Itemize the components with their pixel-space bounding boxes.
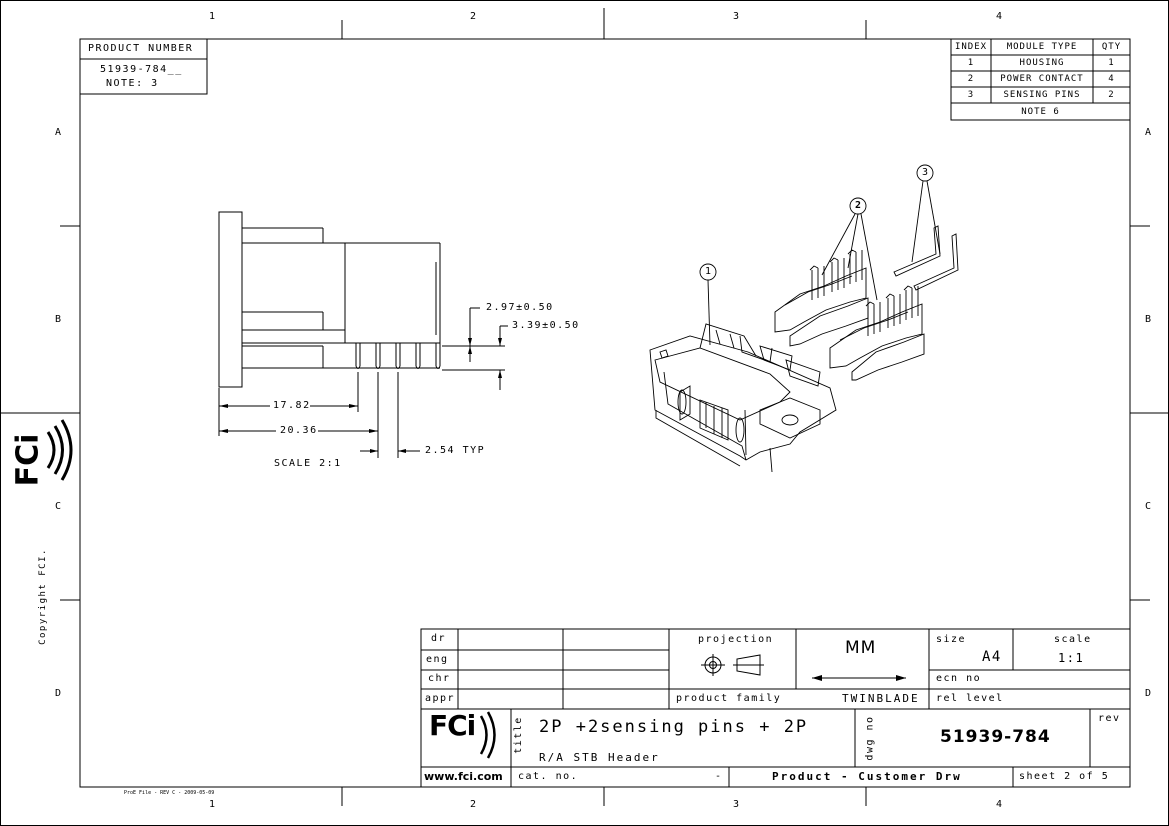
- title-line-2: R/A STB Header: [539, 751, 660, 764]
- grid-row-b-right: B: [1145, 314, 1153, 325]
- module-table-cell: 2: [1108, 90, 1115, 100]
- grid-row-a-right: A: [1145, 127, 1153, 138]
- grid-col-4-bottom: 4: [996, 799, 1004, 810]
- grid-col-4-top: 4: [996, 11, 1004, 22]
- title-block-fci-logo: FCi: [429, 709, 476, 742]
- row-label-appr: appr: [425, 693, 456, 704]
- module-table-cell: SENSING PINS: [1003, 90, 1081, 100]
- module-table-cell: POWER CONTACT: [1000, 74, 1084, 84]
- grid-col-2-bottom: 2: [470, 799, 478, 810]
- module-table-header-qty: QTY: [1101, 42, 1122, 52]
- isometric-view: [649, 164, 959, 473]
- balloon-3: 3: [922, 167, 929, 178]
- title-line-1: 2P +2sensing pins + 2P: [539, 717, 809, 737]
- document-type: Product - Customer Drw: [772, 770, 962, 783]
- module-table-header-type: MODULE TYPE: [1006, 42, 1078, 52]
- scale-note: SCALE 2:1: [274, 458, 342, 469]
- side-fci-logo: FCi: [10, 433, 46, 487]
- grid-col-3-bottom: 3: [733, 799, 741, 810]
- balloon-1: 1: [705, 266, 712, 277]
- dimension-label: 17.82: [273, 400, 311, 411]
- sheet-number: sheet 2 of 5: [1019, 771, 1110, 782]
- ecn-label: ecn no: [936, 673, 982, 684]
- projection-label: projection: [698, 634, 774, 645]
- product-number-label: PRODUCT NUMBER: [88, 43, 194, 54]
- product-number-value: 51939-784__: [100, 64, 183, 75]
- rev-label: rev: [1098, 713, 1121, 724]
- product-number-box: [79, 38, 208, 95]
- scale-label: scale: [1054, 634, 1092, 645]
- footer-small-text: ProE File - REV C - 2009-05-09: [124, 790, 215, 796]
- module-table-cell: 4: [1108, 74, 1115, 84]
- rel-level-label: rel level: [936, 693, 1004, 704]
- module-table-cell: 1: [1108, 58, 1115, 68]
- units-label: MM: [845, 638, 877, 658]
- title-label: title: [512, 716, 524, 754]
- product-family-label: product family: [676, 693, 782, 704]
- title-block-lines: [420, 628, 1131, 788]
- grid-col-2-top: 2: [470, 11, 478, 22]
- cat-no-value: -: [715, 771, 723, 782]
- grid-col-1-top: 1: [209, 11, 217, 22]
- grid-col-1-bottom: 1: [209, 799, 217, 810]
- grid-row-a-left: A: [55, 127, 63, 138]
- grid-row-b-left: B: [55, 314, 63, 325]
- grid-row-c-right: C: [1145, 501, 1153, 512]
- dwg-no-label: dwg no: [864, 715, 876, 761]
- size-value: A4: [982, 649, 1002, 665]
- row-label-chr: chr: [428, 673, 451, 684]
- balloon-2: 2: [855, 200, 862, 211]
- cat-no-label: cat. no.: [518, 771, 579, 782]
- module-table-cell: 1: [967, 58, 975, 68]
- website-link[interactable]: www.fci.com: [424, 770, 503, 783]
- scale-value: 1:1: [1058, 651, 1085, 665]
- size-label: size: [936, 634, 967, 645]
- side-logo-waves: [46, 419, 73, 481]
- row-label-eng: eng: [426, 654, 449, 665]
- dimension-label: 20.36: [280, 425, 318, 436]
- product-family-value: TWINBLADE: [842, 692, 920, 705]
- side-view: [218, 211, 508, 458]
- dimension-label: 3.39±0.50: [512, 320, 580, 331]
- grid-row-d-right: D: [1145, 688, 1153, 699]
- row-label-dr: dr: [431, 633, 447, 644]
- module-table-box: [950, 38, 1131, 121]
- dimension-label: 2.97±0.50: [486, 302, 554, 313]
- grid-col-3-top: 3: [733, 11, 741, 22]
- copyright-text: Copyright FCI.: [37, 548, 48, 645]
- module-table-cell: 3: [967, 90, 975, 100]
- module-table-note: NOTE 6: [1021, 106, 1060, 117]
- product-number-note: NOTE: 3: [106, 78, 159, 89]
- module-table-cell: HOUSING: [1019, 58, 1065, 68]
- grid-row-d-left: D: [55, 688, 63, 699]
- dwg-no-value: 51939-784: [940, 727, 1051, 747]
- module-table-cell: 2: [967, 74, 975, 84]
- dimension-label: 2.54 TYP: [425, 445, 486, 456]
- module-table-header-index: INDEX: [954, 42, 988, 52]
- grid-row-c-left: C: [55, 501, 63, 512]
